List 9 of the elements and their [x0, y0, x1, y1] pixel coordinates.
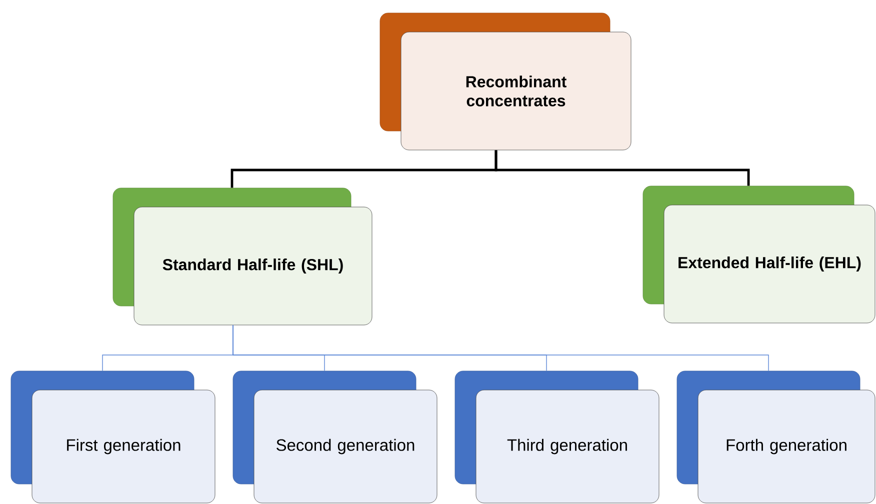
hierarchy-box: Second generation: [232, 370, 438, 504]
hierarchy-box: Forth generation: [676, 370, 876, 504]
connector-line: [494, 150, 750, 186]
hierarchy-box: Extended Half-life (EHL): [642, 186, 876, 324]
hierarchy-box: Recombinant concentrates: [380, 12, 632, 150]
hierarchy-box: Third generation: [454, 370, 660, 504]
hierarchy-box: First generation: [10, 370, 216, 504]
connector-line: [232, 324, 769, 372]
hierarchy-box: Standard Half-life (SHL): [112, 188, 372, 326]
